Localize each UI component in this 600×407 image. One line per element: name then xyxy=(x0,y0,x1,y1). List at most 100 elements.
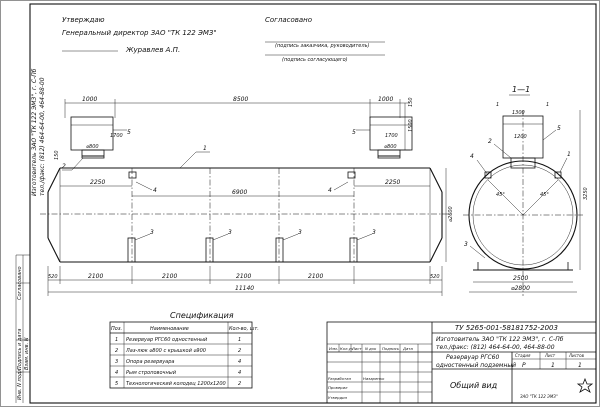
lifting-eye-left xyxy=(128,171,137,179)
col-sheet: Лист xyxy=(544,353,556,358)
rev-header-date: Дата xyxy=(402,346,414,351)
dim-3250: 3250 xyxy=(583,187,589,200)
manufacturer-vertical-1: Изготовитель ЗАО "ТК 122 ЭМЗ", г. С-Пб xyxy=(31,68,38,196)
callout-3-b: 3 xyxy=(228,229,232,236)
spec-row-5-pos: 5 xyxy=(115,381,118,387)
rev-header-kol: Кол.уч xyxy=(340,346,354,351)
spec-row-1-qty: 1 xyxy=(238,337,241,343)
spec-row-2-qty: 2 xyxy=(238,348,241,354)
hatch-right xyxy=(377,149,401,159)
agree-caption-2: (подпись согласующего) xyxy=(282,57,348,63)
rev-header-list: Лист xyxy=(351,346,362,351)
spec-row-2-name: Лаз-люк ⌀800 с крышкой ⌀900 xyxy=(125,348,206,354)
manufacturer-vertical-2: тел./факс: (812) 464-64-00, 464-88-00 xyxy=(39,77,46,196)
tank-side-view xyxy=(40,116,450,263)
spec-header-name: Наименование xyxy=(150,326,189,332)
dim-1500-v: 1500 xyxy=(408,119,414,132)
sec-callout-1: 1 xyxy=(567,151,571,158)
hatch-left xyxy=(81,149,105,159)
section-view: 1—1 45° 45° 2500 ⌀2800 1300 1200 3250 5 xyxy=(463,85,589,296)
callout-5-right: 5 xyxy=(352,129,356,136)
left-binding-strip: Согласовано Инв. N подл. Подпись и дата … xyxy=(15,254,30,403)
signature-date-label: Подпись и дата xyxy=(17,329,23,370)
dim-d2800: ⌀2800 xyxy=(511,285,530,292)
side-view-callouts: 1 2 5 5 4 4 3 3 3 3 xyxy=(62,129,376,241)
developed-name: Назаренко xyxy=(363,376,385,381)
doc-number: ТУ 5265-001-58181752-2003 xyxy=(455,324,558,332)
approved-label: Утвердил xyxy=(328,395,348,400)
sec-callout-5: 5 xyxy=(557,125,561,132)
callout-5-left: 5 xyxy=(127,129,131,136)
dim-d2600: ⌀2600 xyxy=(448,206,454,222)
spec-header-pos: Поз. xyxy=(111,326,122,332)
dim-2100-3: 2100 xyxy=(236,273,251,280)
val-stage: Р xyxy=(522,362,526,369)
approve-title: Утверждаю xyxy=(62,16,105,24)
checked-label: Проверил xyxy=(328,385,348,390)
inner-frame xyxy=(29,3,597,404)
section-label: 1—1 xyxy=(512,85,530,94)
org-name: ЗАО "ТК 122 ЭМЗ" xyxy=(520,394,558,399)
dim-150-left: 150 xyxy=(54,150,60,160)
dim-11140: 11140 xyxy=(235,285,254,292)
col-sheets: Листов xyxy=(568,353,585,358)
rev-header-ndok: N док xyxy=(365,346,377,351)
callout-1: 1 xyxy=(203,145,207,152)
approval-block: Утверждаю Генеральный директор ЗАО "ТК 1… xyxy=(62,16,385,63)
section-eye-left xyxy=(484,171,492,179)
dim-1000-right: 1000 xyxy=(378,96,393,103)
sec-callout-3: 3 xyxy=(464,241,468,248)
section-eye-right xyxy=(554,171,562,179)
replace-inv-label: Взам. инв. N xyxy=(24,337,30,370)
callout-3-d: 3 xyxy=(372,229,376,236)
dim-2250-left: 2250 xyxy=(90,179,105,186)
rev-header-sign: Подпись xyxy=(382,346,399,351)
lifting-eye-right xyxy=(347,171,356,179)
sec-callout-2: 2 xyxy=(488,138,492,145)
dim-2100-4: 2100 xyxy=(308,273,323,280)
dim-1200: 1200 xyxy=(514,134,527,140)
spec-row-3-name: Опора резервуара xyxy=(126,359,174,365)
spec-title: Спецификация xyxy=(170,311,234,320)
agree-title: Согласовано xyxy=(265,16,312,24)
inv-number-label: Инв. N подл. xyxy=(17,367,23,400)
top-dimensions: 1000 8500 1000 1500 150 xyxy=(64,96,414,151)
support-1 xyxy=(127,237,136,263)
support-2 xyxy=(205,237,214,263)
spec-header-qty: Кол-во, шт. xyxy=(229,326,259,332)
side-view-dimensions: ⌀800 ⌀800 1700 1700 150 2250 2250 6900 ⌀… xyxy=(47,133,454,296)
col-stage: Стадия xyxy=(515,353,531,358)
rev-header-izm: Изм. xyxy=(329,346,338,351)
val-sheet: 1 xyxy=(551,362,555,369)
agreed-label: Согласовано xyxy=(17,266,23,300)
dim-520-right: 520 xyxy=(430,274,440,280)
maker-line-1: Изготовитель ЗАО "ТК 122 ЭМЗ", г. С-Пб xyxy=(436,336,564,343)
approve-name: Журавлев А.П. xyxy=(125,46,180,54)
dim-2100-2: 2100 xyxy=(162,273,177,280)
approve-position: Генеральный директор ЗАО "ТК 122 ЭМЗ" xyxy=(62,29,217,37)
dim-2100-1: 2100 xyxy=(88,273,103,280)
dim-d800-left: ⌀800 xyxy=(86,144,99,150)
callout-4-left: 4 xyxy=(153,187,157,194)
spec-row-2-pos: 2 xyxy=(115,348,118,354)
spec-row-4-pos: 4 xyxy=(115,370,118,376)
angle-45-right: 45° xyxy=(540,192,549,198)
developed-label: Разработал xyxy=(328,376,352,381)
maker-line-2: тел./факс: (812) 464-64-00, 464-88-00 xyxy=(436,344,555,351)
spec-row-4-name: Рым строповочный xyxy=(126,370,177,376)
sec-callout-4: 4 xyxy=(470,153,474,160)
dim-1700-left: 1700 xyxy=(110,133,123,139)
callout-2: 2 xyxy=(62,163,66,170)
support-3 xyxy=(275,237,284,263)
dim-1000-left: 1000 xyxy=(82,96,97,103)
sec-mark-2: 1 xyxy=(546,102,549,108)
star-logo-icon xyxy=(576,377,594,393)
dim-1300: 1300 xyxy=(512,110,525,116)
specification-table: Спецификация Поз. Наименование Кол-во, ш… xyxy=(109,311,259,389)
dim-1700-right: 1700 xyxy=(385,133,398,139)
sec-mark-1: 1 xyxy=(496,102,499,108)
spec-row-1-pos: 1 xyxy=(115,337,118,343)
agree-caption-1: (подпись заказчика, руководитель) xyxy=(275,43,370,49)
title-block: Изм. Кол.уч Лист N док Подпись Дата Разр… xyxy=(326,321,597,404)
callout-4-right: 4 xyxy=(328,187,332,194)
